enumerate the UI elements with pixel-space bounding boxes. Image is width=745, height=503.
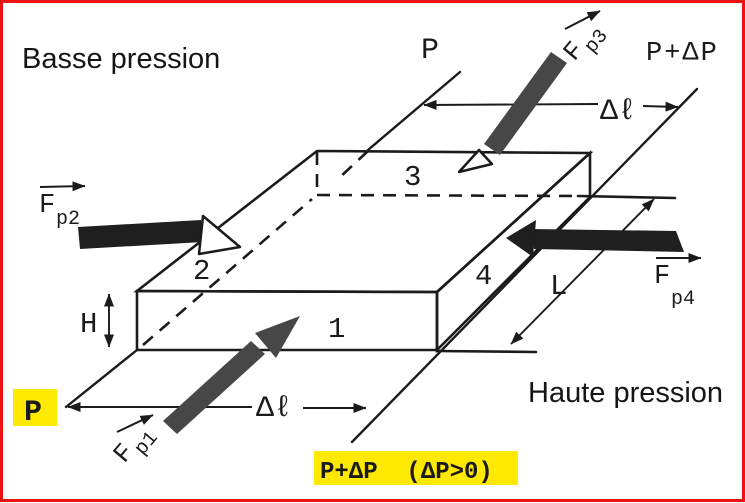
box-right-face: [435, 150, 592, 354]
low-pressure-label: Basse pression: [22, 43, 220, 75]
force-arrow-fp1: [163, 316, 300, 434]
fp2-label: F p2: [39, 191, 80, 231]
fp2-vector-arrow: [39, 181, 86, 192]
fp1-label: F p1: [107, 427, 163, 469]
highlight-p-label: P: [24, 396, 42, 430]
face-3-label: 3: [404, 161, 421, 194]
high-pressure-label: Haute pression: [528, 377, 723, 409]
dim-depth: [510, 198, 655, 345]
force-arrow-fp4: [506, 220, 684, 257]
front-bottom-extension-line: [435, 349, 538, 354]
face-4-label: 4: [475, 260, 492, 293]
dim-delta-l-top: [423, 99, 679, 112]
height-label: H: [80, 308, 97, 341]
svg-text:F: F: [39, 191, 55, 221]
highlight-p-delta-label: P+ΔP (ΔP>0): [320, 459, 493, 486]
svg-text:p2: p2: [56, 208, 80, 231]
fp4-solid-arrowhead: [506, 220, 536, 257]
face-1-label: 1: [328, 313, 345, 346]
fp1-vector-arrow: [116, 414, 154, 433]
svg-text:F: F: [654, 262, 670, 292]
depth-label: L: [550, 270, 567, 303]
delta-l-bottom-label: Δℓ: [256, 392, 292, 426]
dim-delta-l-bottom: [67, 402, 367, 413]
force-arrow-fp3: [457, 52, 567, 174]
face-2-label: 2: [193, 255, 210, 288]
delta-l-top-label: Δℓ: [600, 95, 636, 129]
isobar-p-line: [64, 70, 462, 409]
fp3-open-arrowhead: [457, 148, 494, 174]
box-front-face: [135, 289, 439, 352]
highlight-p-badge: [13, 389, 57, 426]
force-arrow-fp2: [78, 214, 242, 256]
isobar-p-delta-label: P+ΔP: [646, 39, 719, 69]
hidden-edges: [142, 152, 579, 346]
fp1-solid-arrowhead: [255, 316, 300, 358]
svg-text:p4: p4: [671, 288, 695, 311]
back-bottom-extension-line: [576, 194, 677, 200]
fp2-open-arrowhead: [197, 214, 242, 256]
highlight-p-delta-badge: [314, 451, 518, 485]
fp3-vector-arrow: [564, 10, 601, 30]
isobar-p-label: P: [421, 34, 439, 68]
fp4-label: F p4: [654, 262, 695, 311]
